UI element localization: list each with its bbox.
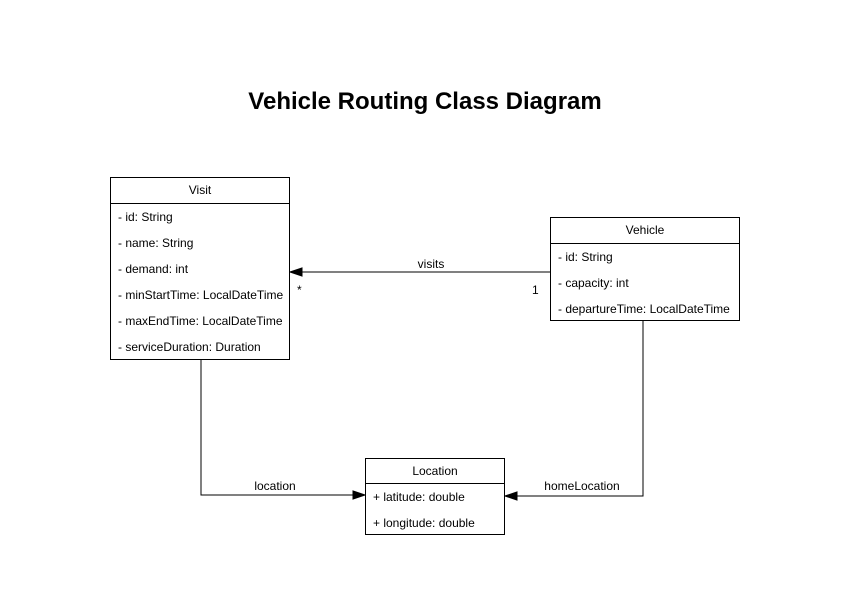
attribute-row: + latitude: double [373,490,465,504]
visits-target-multiplicity: * [297,283,302,297]
attribute-row: - name: String [118,236,194,250]
attribute-row: - departureTime: LocalDateTime [558,302,730,316]
class-title-location: Location [366,459,504,484]
class-attributes-visit: - id: String - name: String - demand: in… [111,204,289,360]
visits-arrowhead-icon [288,267,303,277]
attribute-row: + longitude: double [373,516,475,530]
attribute-row: - maxEndTime: LocalDateTime [118,314,283,328]
location-edge-label[interactable]: location [252,479,298,493]
class-box-location[interactable]: Location + latitude: double + longitude:… [365,458,505,535]
homelocation-edge-label[interactable]: homeLocation [542,479,622,493]
attribute-row: - capacity: int [558,276,629,290]
class-box-vehicle[interactable]: Vehicle - id: String - capacity: int - d… [550,217,740,321]
homelocation-arrowhead-icon [503,491,518,501]
attribute-row: - id: String [558,250,613,264]
attribute-row: - serviceDuration: Duration [118,340,261,354]
visits-source-multiplicity: 1 [532,283,539,297]
class-attributes-location: + latitude: double + longitude: double [366,484,504,536]
location-edge[interactable] [200,360,355,496]
class-title-visit: Visit [111,178,289,204]
attribute-row: - demand: int [118,262,189,276]
location-arrowhead-icon [352,490,367,500]
homelocation-edge[interactable] [515,321,644,497]
attribute-row: - minStartTime: LocalDateTime [118,288,284,302]
visits-edge-label[interactable]: visits [415,257,447,271]
class-attributes-vehicle: - id: String - capacity: int - departure… [551,244,739,322]
attribute-row: - id: String [118,210,173,224]
class-box-visit[interactable]: Visit - id: String - name: String - dema… [110,177,290,360]
diagram-title: Vehicle Routing Class Diagram [248,88,602,115]
class-title-vehicle: Vehicle [551,218,739,244]
